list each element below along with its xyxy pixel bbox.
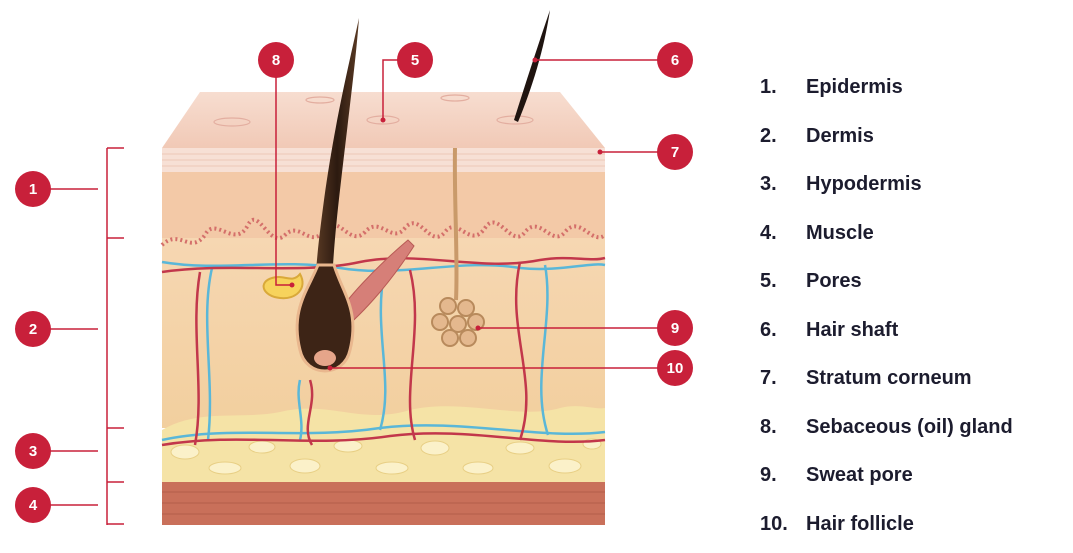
callout-9: 9 [657, 310, 693, 346]
legend-item-stratum-corneum: 7.Stratum corneum [760, 359, 1013, 408]
legend-label: Hair shaft [806, 319, 898, 341]
callout-6: 6 [657, 42, 693, 78]
legend-number: 7. [760, 359, 806, 397]
callout-10: 10 [657, 350, 693, 386]
callout-4: 4 [15, 487, 51, 523]
legend-item-hair-follicle: 10.Hair follicle [760, 505, 1013, 553]
legend-label: Sebaceous (oil) gland [806, 416, 1013, 438]
svg-text:4: 4 [29, 497, 38, 514]
svg-text:3: 3 [29, 443, 37, 460]
callout-8: 8 [258, 42, 294, 78]
svg-text:8: 8 [272, 52, 280, 69]
legend-item-epidermis: 1.Epidermis [760, 68, 1013, 117]
callout-2: 2 [15, 311, 51, 347]
legend-number: 10. [760, 505, 806, 543]
skin-cross-section-diagram: 1 2 3 4 5 6 7 8 9 10 [0, 0, 740, 525]
layer-bracket [107, 148, 124, 525]
legend-label: Pores [806, 270, 862, 292]
svg-text:1: 1 [29, 181, 37, 198]
legend-number: 9. [760, 456, 806, 494]
svg-text:2: 2 [29, 321, 37, 338]
legend-number: 3. [760, 165, 806, 203]
svg-text:5: 5 [411, 52, 419, 69]
legend-number: 8. [760, 408, 806, 446]
legend-label: Dermis [806, 125, 874, 147]
legend-label: Epidermis [806, 76, 903, 98]
svg-text:10: 10 [667, 360, 684, 377]
legend-number: 1. [760, 68, 806, 106]
legend-item-sebaceous-gland: 8.Sebaceous (oil) gland [760, 408, 1013, 457]
legend-number: 2. [760, 117, 806, 155]
callout-3: 3 [15, 433, 51, 469]
legend-label: Sweat pore [806, 464, 913, 486]
legend-number: 6. [760, 311, 806, 349]
legend-item-pores: 5.Pores [760, 262, 1013, 311]
legend-label: Hair follicle [806, 513, 914, 535]
legend-label: Hypodermis [806, 173, 922, 195]
legend-label: Stratum corneum [806, 367, 972, 389]
legend-item-sweat-pore: 9.Sweat pore [760, 456, 1013, 505]
svg-text:9: 9 [671, 320, 679, 337]
legend-item-dermis: 2.Dermis [760, 117, 1013, 166]
svg-text:7: 7 [671, 144, 679, 161]
legend-list: 1.Epidermis 2.Dermis 3.Hypodermis 4.Musc… [760, 68, 1013, 553]
legend-label: Muscle [806, 222, 874, 244]
legend-item-hypodermis: 3.Hypodermis [760, 165, 1013, 214]
legend-item-hair-shaft: 6.Hair shaft [760, 311, 1013, 360]
legend-number: 4. [760, 214, 806, 252]
sweat-duct [455, 148, 457, 300]
legend-number: 5. [760, 262, 806, 300]
svg-text:6: 6 [671, 52, 679, 69]
callout-5: 5 [397, 42, 433, 78]
callout-7: 7 [657, 134, 693, 170]
legend-item-muscle: 4.Muscle [760, 214, 1013, 263]
callout-1: 1 [15, 171, 51, 207]
